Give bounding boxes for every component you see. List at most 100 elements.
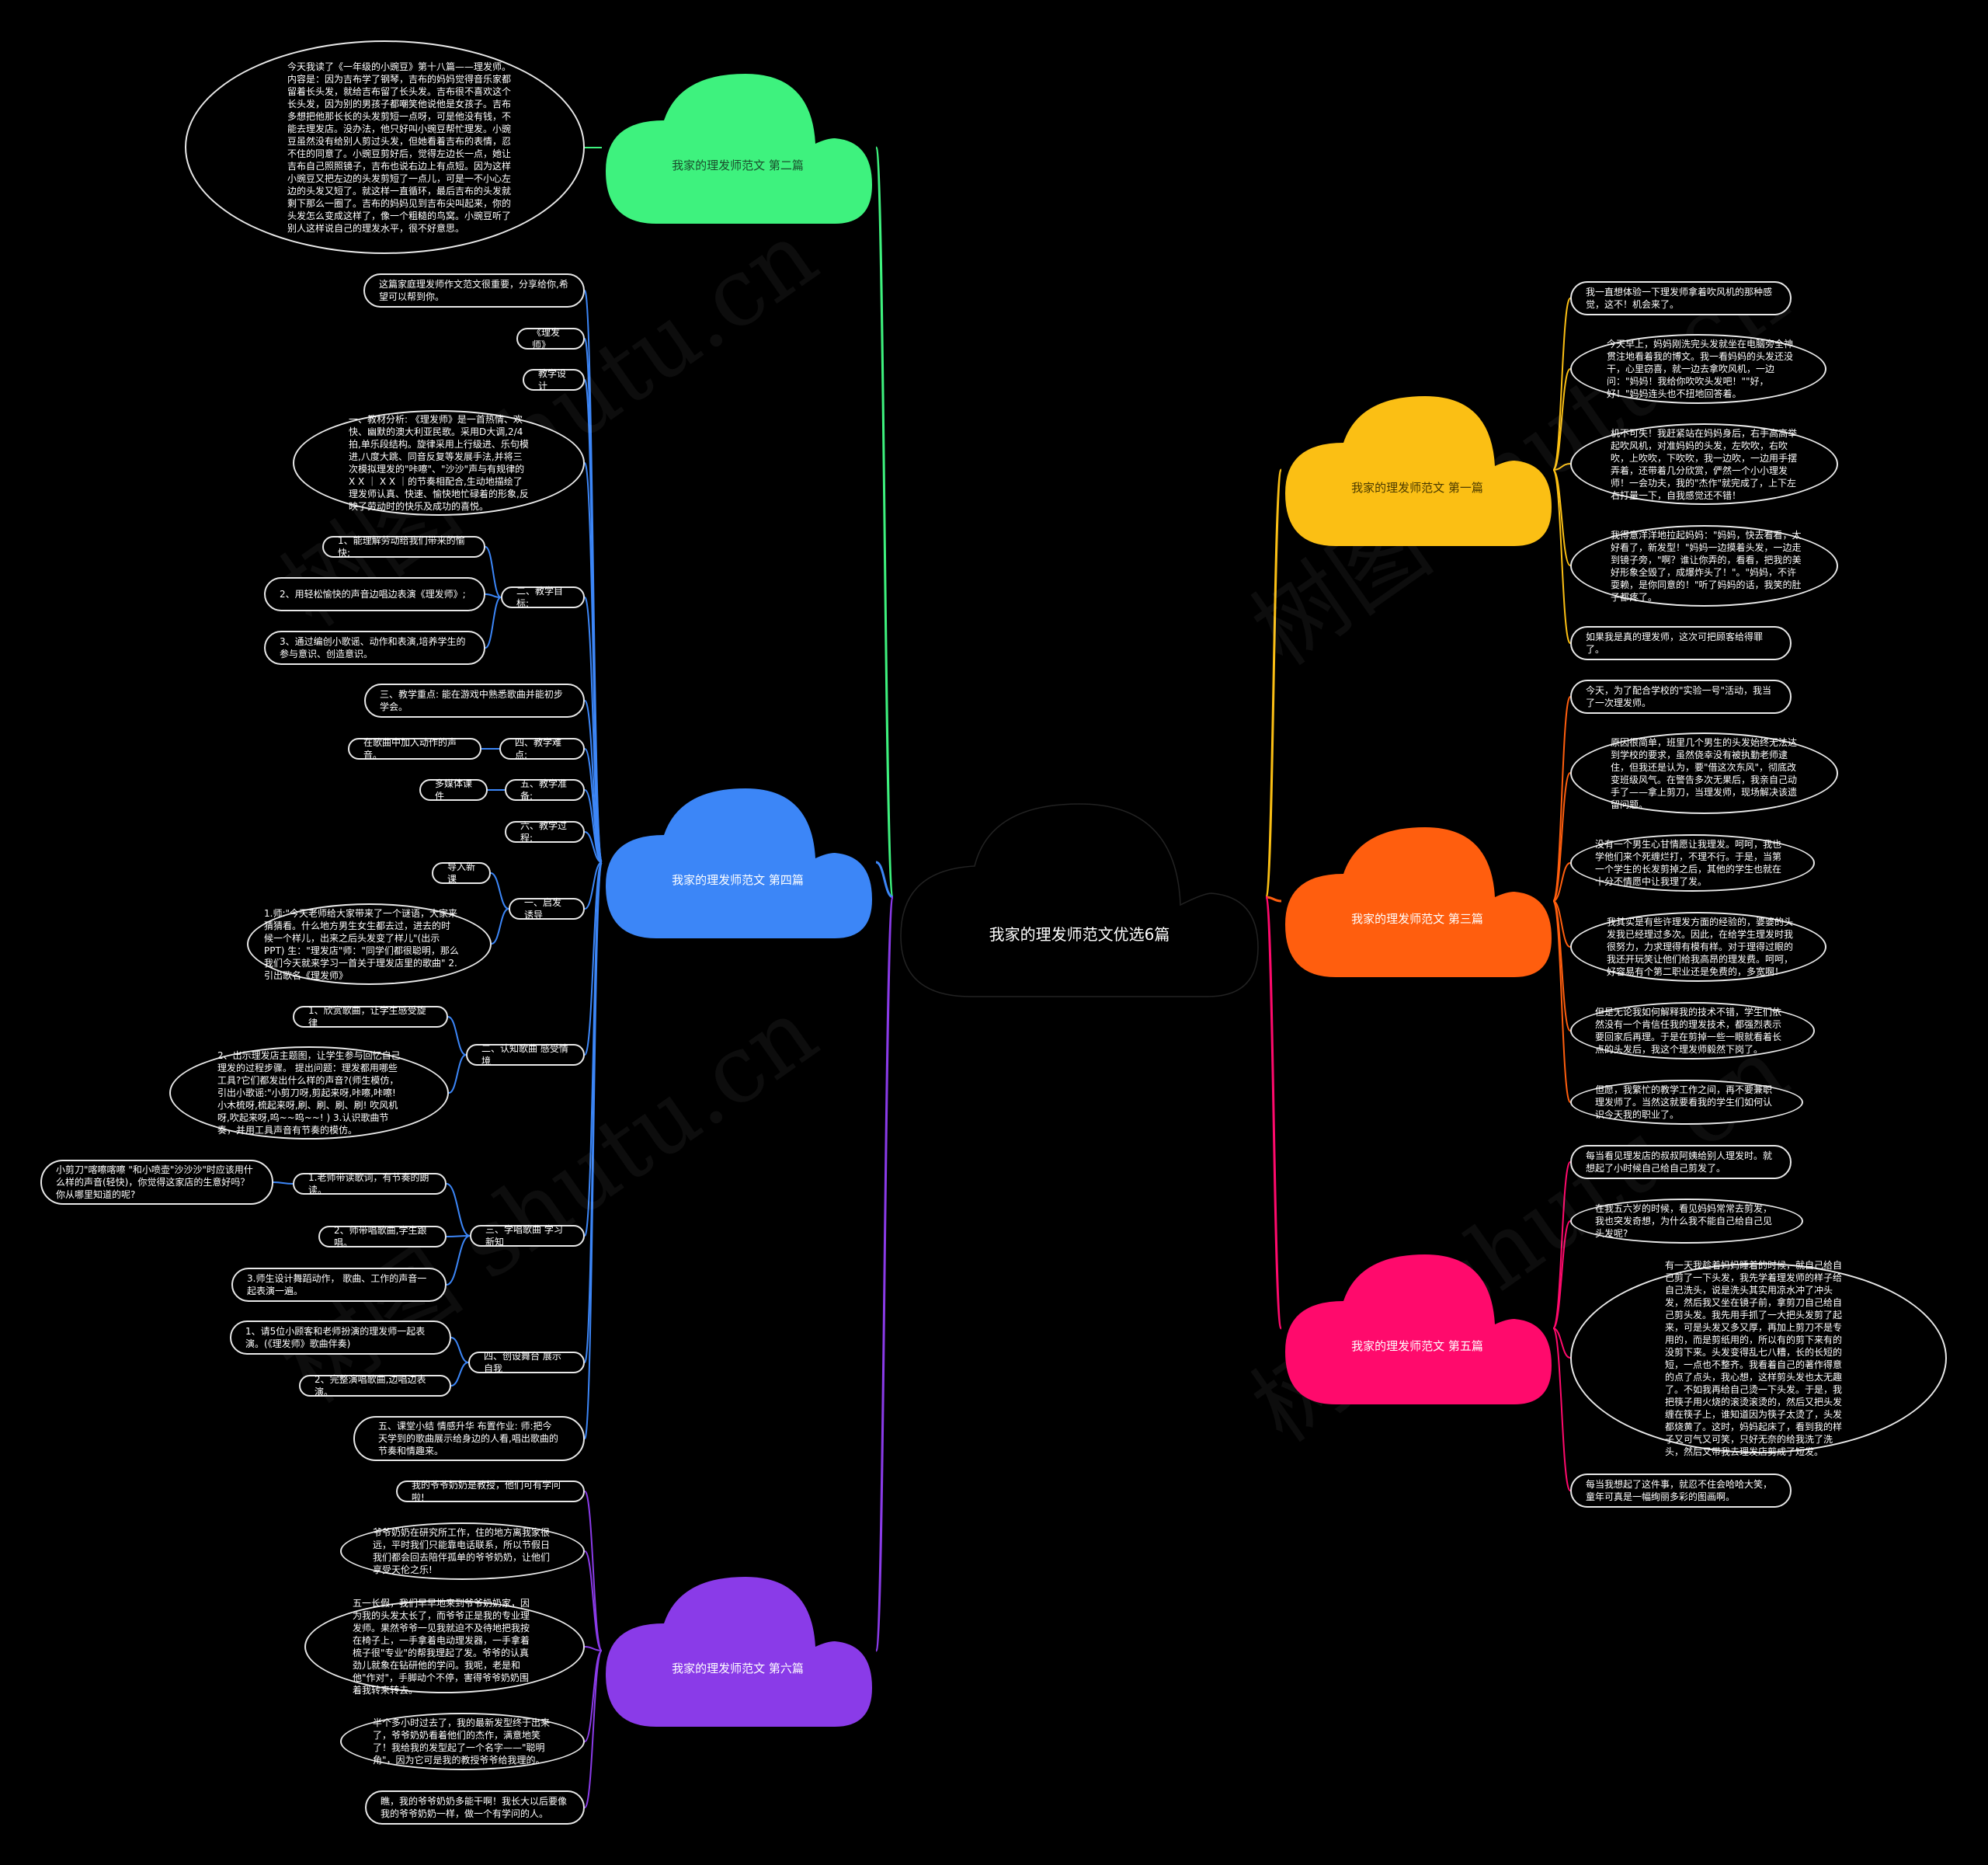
connector-line (584, 789, 603, 863)
leaf-node[interactable]: 没有一个男生心甘情愿让我理发。呵呵，我也学他们来个死缠烂打，不理不行。于是，当第… (1570, 834, 1815, 892)
leaf-text: 但愿，我繁忙的教学工作之间，再不要兼职理发师了。当然这就要看我的学生们如何认识今… (1595, 1084, 1773, 1120)
leaf-node[interactable]: 我一直想体验一下理发师拿着吹风机的那种感觉，这不！机会来了。 (1570, 281, 1792, 315)
leaf-node[interactable]: 每当看见理发店的叔叔阿姨给别人理发时。就想起了小时候自己给自己剪发了。 (1570, 1145, 1792, 1179)
leaf-node[interactable]: 1.师:"今天老师给大家带来了一个谜语，大家来猜猜看。什么地方男生女生都去过，进… (247, 903, 492, 985)
branch-node-6[interactable]: 我家的理发师范文 第六篇 (602, 1573, 874, 1728)
leaf-text: 今天早上，妈妈刚洗完头发就坐在电脑旁全神贯注地看着我的博文。我一看妈妈的头发还没… (1607, 339, 1794, 399)
leaf-node[interactable]: 五一长假，我们早早地来到爷爷奶奶家，因为我的头发太长了，而爷爷正是我的专业理发师… (304, 1598, 585, 1696)
branch-node-4[interactable]: 我家的理发师范文 第四篇 (602, 785, 874, 940)
leaf-node[interactable]: 3、通过编创小歌谣、动作和表演,培养学生的参与意识、创造意识。 (264, 631, 485, 665)
leaf-text: 半个多小时过去了，我的最新发型终于出来了，爷爷奶奶看着他们的杰作，满意地笑了！我… (373, 1717, 551, 1766)
leaf-node[interactable]: 这篇家庭理发师作文范文很重要，分享给你,希望可以帮到你。 (363, 273, 585, 308)
leaf-node[interactable]: 1、能理解劳动给我们带来的愉快; (322, 535, 485, 558)
leaf-node[interactable]: 1.老师带读歌词，有节奏的朗读。 (293, 1172, 447, 1195)
central-topic[interactable]: 我家的理发师范文优选6篇 (893, 788, 1266, 1006)
leaf-node[interactable]: 三、教学重点: 能在游戏中熟悉歌曲并能初步学会。 (364, 684, 585, 718)
connector-line (1552, 772, 1571, 902)
topic-node[interactable]: 五、教学准备: (505, 778, 585, 802)
cloud-shape-icon (900, 803, 1259, 997)
branch-label: 我家的理发师范文 第四篇 (672, 873, 804, 887)
connector-line (1552, 1220, 1571, 1329)
leaf-node[interactable]: 一、教材分析: 《理发师》是一首热情、欢快、幽默的澳大利亚民歌。采用D大调,2/… (293, 410, 585, 516)
connector-line (1265, 896, 1282, 903)
connector-line (485, 597, 502, 649)
leaf-node[interactable]: 3.师生设计舞蹈动作， 歌曲、工作的声音一起表演一遍。 (231, 1268, 447, 1302)
leaf-node[interactable]: 在我五六岁的时候，看见妈妈常常去剪发，我也突发奇想，为什么我不能自己给自己见头发… (1570, 1199, 1803, 1244)
leaf-node[interactable]: 导入新课 (432, 861, 491, 885)
connector-line (1552, 1327, 1571, 1359)
leaf-text: 一、启发诱导 (524, 897, 562, 920)
leaf-node[interactable]: 小剪刀"喀嚓喀嚓 "和小喷壶"沙沙沙"时应该用什么样的声音(轻快)，你觉得这家店… (40, 1160, 273, 1205)
leaf-node[interactable]: 我的爷爷奶奶是教授，他们可有学问啦! (396, 1480, 585, 1503)
branch-node-5[interactable]: 我家的理发师范文 第五篇 (1281, 1251, 1553, 1406)
leaf-text: 1、欣赏歌曲，让学生感受旋律 (308, 1005, 426, 1028)
leaf-text: 五一长假，我们早早地来到爷爷奶奶家，因为我的头发太长了，而爷爷正是我的专业理发师… (353, 1598, 530, 1696)
connector-line (584, 861, 603, 1056)
leaf-node[interactable]: 我得意洋洋地拉起妈妈："妈妈，快去看看，太好看了，新发型！"妈妈一边摸着头发，一… (1570, 525, 1838, 607)
branch-label: 我家的理发师范文 第六篇 (672, 1661, 804, 1675)
topic-node[interactable]: 二、认知歌曲 感受情境 (466, 1043, 585, 1066)
leaf-node[interactable]: 《理发师》 (516, 327, 585, 350)
leaf-node[interactable]: 半个多小时过去了，我的最新发型终于出来了，爷爷奶奶看着他们的杰作，满意地笑了！我… (340, 1713, 585, 1770)
topic-node[interactable]: 三、学唱歌曲 学习新知 (470, 1224, 585, 1247)
leaf-node[interactable]: 2、师带唱歌曲,学生跟唱。 (318, 1225, 447, 1248)
cloud-shape-icon (606, 1577, 872, 1727)
leaf-node[interactable]: 每当我想起了这件事，就忍不住会哈哈大笑，童年可真是一幅绚丽多彩的图画啊。 (1570, 1474, 1792, 1508)
leaf-text: 导入新课 (447, 861, 476, 885)
branch-node-2[interactable]: 我家的理发师范文 第二篇 (602, 70, 874, 225)
leaf-node[interactable]: 今天我读了《一年级的小豌豆》第十八篇——理发师。内容是：因为吉布学了钢琴，吉布的… (185, 40, 585, 254)
leaf-text: 原因很简单，班里几个男生的头发始终无法达到学校的要求，虽然侥幸没有被执勤老师逮住… (1611, 736, 1798, 810)
leaf-node[interactable]: 机不可失！我赶紧站在妈妈身后，右手高高举起吹风机，对准妈妈的头发，左吹吹，右吹吹… (1570, 423, 1838, 505)
topic-node[interactable]: 二、教学目标: (501, 586, 585, 609)
leaf-node[interactable]: 1、欣赏歌曲，让学生感受旋律 (293, 1005, 448, 1028)
leaf-node[interactable]: 原因很简单，班里几个男生的头发始终无法达到学校的要求，虽然侥幸没有被执勤老师逮住… (1570, 732, 1838, 814)
leaf-text: 每当我想起了这件事，就忍不住会哈哈大笑，童年可真是一幅绚丽多彩的图画啊。 (1586, 1479, 1773, 1502)
leaf-node[interactable]: 我其实是有些许理发方面的经验的，婆婆的头发我已经理过多次。因此，在给学生理发时我… (1570, 912, 1826, 982)
connector-line (446, 1235, 471, 1286)
leaf-node[interactable]: 有一天我趁着妈妈睡着的时候，就自己给自己剪了一下头发，我先学着理发师的样子给自己… (1570, 1260, 1947, 1457)
topic-node[interactable]: 一、启发诱导 (509, 897, 585, 920)
leaf-node[interactable]: 在歌曲中加入动作的声音。 (348, 737, 481, 760)
leaf-node[interactable]: 2、完整演唱歌曲,边唱边表演。 (299, 1374, 451, 1397)
leaf-node[interactable]: 如果我是真的理发师，这次可把顾客给得罪了。 (1570, 626, 1792, 660)
leaf-text: 3、通过编创小歌谣、动作和表演,培养学生的参与意识、创造意识。 (280, 636, 466, 659)
leaf-text: 这篇家庭理发师作文范文很重要，分享给你,希望可以帮到你。 (379, 279, 568, 302)
branch-label: 我家的理发师范文 第一篇 (1351, 481, 1483, 495)
leaf-node[interactable]: 多媒体课件 (419, 778, 488, 802)
leaf-text: 一、教材分析: 《理发师》是一首热情、欢快、幽默的澳大利亚民歌。采用D大调,2/… (349, 414, 529, 512)
branch-node-1[interactable]: 我家的理发师范文 第一篇 (1281, 392, 1553, 548)
connector-line (584, 861, 603, 910)
leaf-text: 我得意洋洋地拉起妈妈："妈妈，快去看看，太好看了，新发型！"妈妈一边摸着头发，一… (1611, 529, 1802, 603)
leaf-text: 四、教学难点: (515, 737, 562, 760)
leaf-node[interactable]: 但愿，我繁忙的教学工作之间，再不要兼职理发师了。当然这就要看我的学生们如何认识今… (1570, 1080, 1803, 1125)
leaf-text: 机不可失！我赶紧站在妈妈身后，右手高高举起吹风机，对准妈妈的头发，左吹吹，右吹吹… (1611, 427, 1798, 501)
leaf-text: 我的爷爷奶奶是教授，他们可有学问啦! (412, 1480, 561, 1503)
topic-node[interactable]: 四、创设舞台 展示自我 (468, 1351, 585, 1374)
leaf-text: 我其实是有些许理发方面的经验的，婆婆的头发我已经理过多次。因此，在给学生理发时我… (1607, 917, 1794, 977)
leaf-node[interactable]: 但是无论我如何解释我的技术不错，学生们依然没有一个肯信任我的理发技术，都强烈表示… (1570, 1002, 1815, 1060)
leaf-node[interactable]: 2、出示理发店主题图，让学生参与回忆自己理发的过程步骤。 提出问题：理发都用哪些… (169, 1046, 449, 1140)
leaf-node[interactable]: 2、用轻松愉快的声音边唱边表演《理发师》; (264, 577, 485, 611)
leaf-text: 六、教学过程: (520, 820, 568, 844)
connector-line (447, 1016, 467, 1056)
leaf-node[interactable]: 今天早上，妈妈刚洗完头发就坐在电脑旁全神贯注地看着我的博文。我一看妈妈的头发还没… (1570, 334, 1826, 404)
leaf-node[interactable]: 1、请5位小顾客和老师扮演的理发师一起表演。(《理发师》歌曲伴奏) (230, 1320, 451, 1355)
leaf-node[interactable]: 爷爷奶奶在研究所工作，住的地方离我家很远，平时我们只能靠电话联系，所以节假日我们… (340, 1522, 585, 1580)
leaf-node[interactable]: 今天，为了配合学校的"实验一号"活动，我当了一次理发师。 (1570, 680, 1792, 714)
leaf-node[interactable]: 瞧，我的爷爷奶奶多能干啊！我长大以后要像我的爷爷奶奶一样，做一个有学问的人。 (365, 1790, 585, 1825)
branch-node-3[interactable]: 我家的理发师范文 第三篇 (1281, 823, 1553, 979)
leaf-text: 2、师带唱歌曲,学生跟唱。 (334, 1225, 427, 1248)
topic-node[interactable]: 四、教学难点: (499, 737, 585, 760)
connector-line (584, 1550, 603, 1651)
connector-line (1552, 469, 1571, 644)
connector-line (1552, 900, 1571, 948)
leaf-node[interactable]: 五、课堂小结 情感升华 布置作业: 师:把今天学到的歌曲展示给身边的人看,唱出歌… (353, 1416, 585, 1461)
leaf-text: 今天，为了配合学校的"实验一号"活动，我当了一次理发师。 (1586, 685, 1772, 708)
leaf-text: 小剪刀"喀嚓喀嚓 "和小喷壶"沙沙沙"时应该用什么样的声音(轻快)，你觉得这家店… (56, 1164, 253, 1200)
leaf-text: 每当看见理发店的叔叔阿姨给别人理发时。就想起了小时候自己给自己剪发了。 (1586, 1150, 1773, 1174)
connector-line (584, 1646, 603, 1651)
connector-line (1552, 900, 1571, 1103)
leaf-node[interactable]: 教学设计 (523, 368, 585, 391)
topic-node[interactable]: 六、教学过程: (505, 820, 585, 844)
